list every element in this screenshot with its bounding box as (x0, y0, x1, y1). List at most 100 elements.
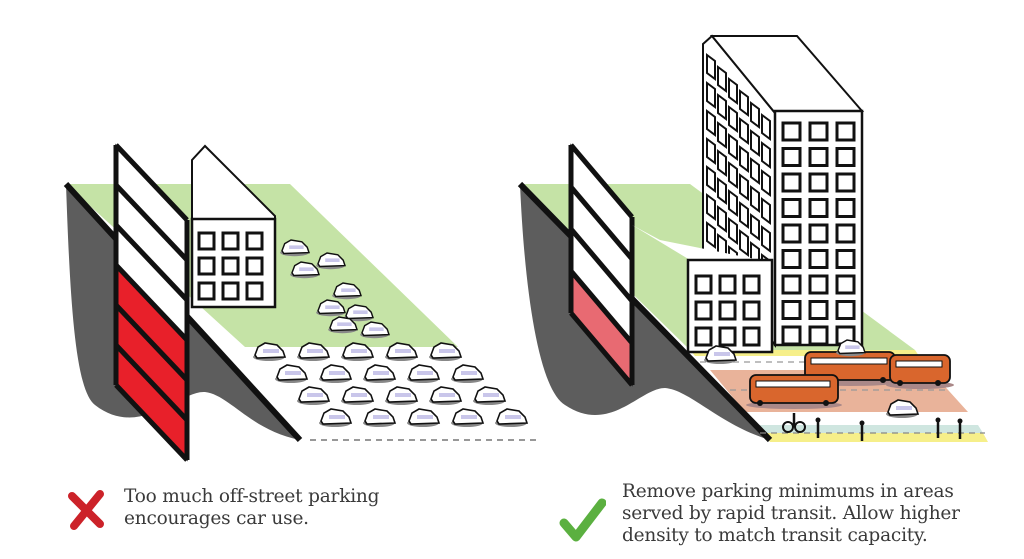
window (717, 177, 727, 205)
car-window (845, 345, 860, 349)
car (385, 342, 419, 361)
window (221, 281, 240, 301)
floor-slab (114, 183, 189, 262)
window (808, 121, 829, 142)
floor-slab (114, 263, 189, 342)
window (750, 185, 760, 213)
car (253, 342, 287, 361)
window (728, 105, 738, 133)
car-window (325, 258, 340, 262)
caption-line: density to match transit capacity. (622, 525, 928, 546)
window (728, 77, 738, 105)
window (742, 274, 761, 295)
building (632, 225, 774, 354)
parking-garage (113, 143, 190, 462)
pedestrian (935, 417, 941, 438)
car (429, 342, 463, 361)
window (718, 326, 737, 347)
bus (746, 374, 842, 409)
window (835, 198, 856, 218)
wheel (880, 377, 886, 383)
car (344, 304, 374, 322)
car-window (351, 393, 367, 397)
window (728, 161, 738, 189)
window (750, 157, 760, 185)
left-panel-illustration (63, 143, 540, 462)
bus-body (749, 374, 839, 404)
wheel (897, 380, 903, 386)
car-window (439, 393, 455, 397)
car (328, 316, 358, 334)
window (808, 147, 829, 167)
floor-slab (114, 143, 189, 222)
window (739, 89, 749, 117)
car-window (417, 415, 433, 419)
window (694, 326, 713, 347)
window (781, 198, 802, 218)
window (835, 121, 856, 142)
car-window (263, 349, 279, 353)
window (835, 300, 856, 320)
car-window (289, 245, 304, 249)
window (808, 249, 829, 269)
window (245, 281, 264, 301)
car (316, 299, 346, 317)
window (761, 225, 771, 253)
cliff-edge (517, 181, 773, 443)
car-window (373, 415, 389, 419)
car (886, 399, 920, 418)
caption-left: Too much off-street parking encourages c… (66, 486, 379, 530)
car (407, 364, 441, 383)
car-window (307, 349, 323, 353)
window (197, 231, 216, 251)
window (717, 149, 727, 177)
window (718, 300, 737, 321)
car-window (395, 349, 411, 353)
parking-garage (568, 143, 635, 387)
car-window (505, 415, 521, 419)
window (739, 145, 749, 173)
bus-body (889, 354, 951, 384)
window (739, 229, 749, 257)
window (706, 81, 716, 109)
car (332, 282, 362, 300)
window (694, 300, 713, 321)
window (808, 172, 829, 193)
car-window (369, 327, 384, 331)
window (717, 205, 727, 233)
pedestrian (815, 417, 821, 438)
car-window (439, 349, 455, 353)
pedestrian (957, 418, 963, 439)
window (835, 274, 856, 295)
window (694, 274, 713, 295)
window (750, 213, 760, 241)
car-window (417, 371, 433, 375)
car-window (461, 415, 477, 419)
window (221, 256, 240, 276)
car-window (461, 371, 477, 375)
car (297, 342, 331, 361)
car (360, 321, 390, 339)
window (728, 189, 738, 217)
window (245, 256, 264, 276)
window (742, 326, 761, 347)
window (221, 231, 240, 251)
bus-windows (895, 360, 943, 368)
window (739, 173, 749, 201)
car-window (337, 322, 352, 326)
window (717, 93, 727, 121)
car-window (325, 305, 340, 309)
car (319, 364, 353, 383)
caption-line: Too much off-street parking (124, 486, 380, 507)
car-window (351, 349, 367, 353)
car (290, 261, 320, 279)
window (781, 249, 802, 269)
floor-slab (569, 185, 634, 261)
car-window (395, 393, 411, 397)
car (495, 408, 529, 427)
car (429, 386, 463, 405)
window (750, 129, 760, 157)
floor-slab (569, 227, 634, 303)
window (718, 274, 737, 295)
window (808, 198, 829, 218)
